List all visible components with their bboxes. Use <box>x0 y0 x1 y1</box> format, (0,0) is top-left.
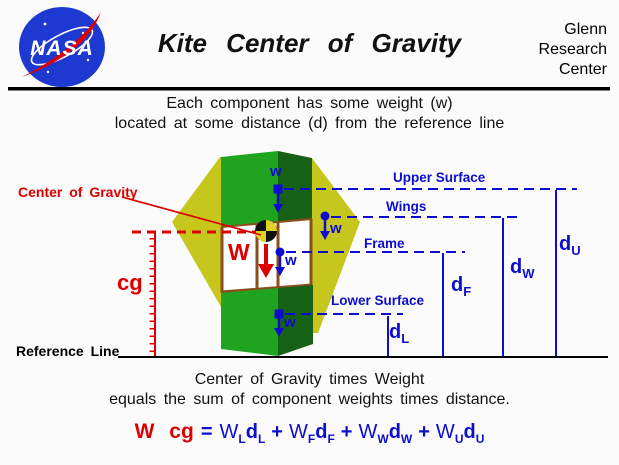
cg-equation: W cg=WLdL+WFdF+WWdW+WUdU <box>0 420 619 446</box>
distance-upper-label: dU <box>559 233 581 258</box>
equation-lhs: W cg <box>135 420 194 443</box>
term-wings-d-sub: W <box>400 432 413 446</box>
distance-upper-base: d <box>559 233 572 255</box>
component-weight-graphics <box>273 184 577 356</box>
term-lower-w-sub: L <box>238 432 246 446</box>
term-frame-w: W <box>288 421 308 443</box>
cg-measurement-lines <box>121 196 262 356</box>
intro-line-2: located at some distance (d) from the re… <box>114 115 505 132</box>
equation-plus-3: + <box>418 421 430 443</box>
distance-wings-sub: W <box>522 266 535 281</box>
frame-weight-label: w <box>285 252 297 269</box>
org-line-1: Glenn <box>564 21 607 38</box>
intro-line-1: Each component has some weight (w) <box>166 95 453 112</box>
equation-plus-2: + <box>340 421 353 443</box>
caption-line-1: Center of Gravity times Weight <box>194 371 425 388</box>
nasa-logo: NASA <box>19 7 105 87</box>
header-divider <box>8 87 610 91</box>
upper-surface-weight-label: w <box>270 163 282 180</box>
cg-marker-icon <box>255 220 277 242</box>
equation-term-wings: WWdW <box>358 421 413 446</box>
term-lower-d-sub: L <box>257 432 266 446</box>
equation-lhs-cg: cg <box>169 420 194 443</box>
distance-upper-sub: U <box>571 243 581 258</box>
term-frame-w-sub: F <box>307 432 316 446</box>
kite-bottom-cell-front <box>221 288 278 356</box>
equation-plus-1: + <box>271 421 283 443</box>
caption-line-2: equals the sum of component weights time… <box>109 391 510 408</box>
term-wings-w-sub: W <box>377 432 389 446</box>
distance-lower-base: d <box>389 321 402 343</box>
distance-frame-sub: F <box>463 284 472 299</box>
org-name: Glenn Research Center <box>539 20 607 80</box>
kite-top-cell-side <box>278 151 312 222</box>
page-title: Kite Center of Gravity <box>157 28 462 58</box>
term-upper-w: W <box>435 421 455 443</box>
term-lower-w: W <box>219 421 239 443</box>
term-frame-d: d <box>315 421 328 443</box>
wings-weight-label: w <box>330 220 342 237</box>
frame-label: Frame <box>364 236 405 251</box>
equation-lhs-w: W <box>134 420 155 443</box>
term-upper-w-sub: U <box>454 432 464 446</box>
equation-term-lower: WLdL <box>219 421 266 446</box>
distance-frame-label: dF <box>451 274 472 299</box>
term-wings-d: d <box>388 421 401 443</box>
lower-surface-weight-label: w <box>284 314 296 331</box>
org-line-2: Research <box>538 41 607 58</box>
term-frame-d-sub: F <box>327 432 335 446</box>
term-lower-d: d <box>245 421 258 443</box>
equation-equals: = <box>200 421 213 443</box>
term-upper-d-sub: U <box>475 432 485 446</box>
kite-weight-arrow <box>258 244 274 278</box>
kite-bottom-cell-side <box>278 285 313 356</box>
kite-top-cell-front <box>221 151 278 228</box>
distance-lower-sub: L <box>401 331 410 346</box>
distance-lower-label: dL <box>389 321 410 346</box>
term-upper-d: d <box>463 421 476 443</box>
cg-distance-label: cg <box>117 270 143 295</box>
lower-surface-label: Lower Surface <box>331 293 425 308</box>
org-line-3: Center <box>558 61 607 78</box>
distance-wings-base: d <box>510 256 523 278</box>
wings-label: Wings <box>386 199 427 214</box>
distance-wings-label: dW <box>510 256 535 281</box>
reference-line-label: Reference Line <box>16 343 120 359</box>
distance-frame-base: d <box>451 274 464 296</box>
term-wings-w: W <box>358 421 378 443</box>
equation-term-upper: WUdU <box>435 421 485 446</box>
center-of-gravity-label: Center of Gravity <box>18 184 138 200</box>
equation-term-frame: WFdF <box>288 421 335 446</box>
total-weight-label: W <box>228 239 250 265</box>
upper-surface-label: Upper Surface <box>393 170 486 185</box>
nasa-logo-text: NASA <box>30 37 94 60</box>
